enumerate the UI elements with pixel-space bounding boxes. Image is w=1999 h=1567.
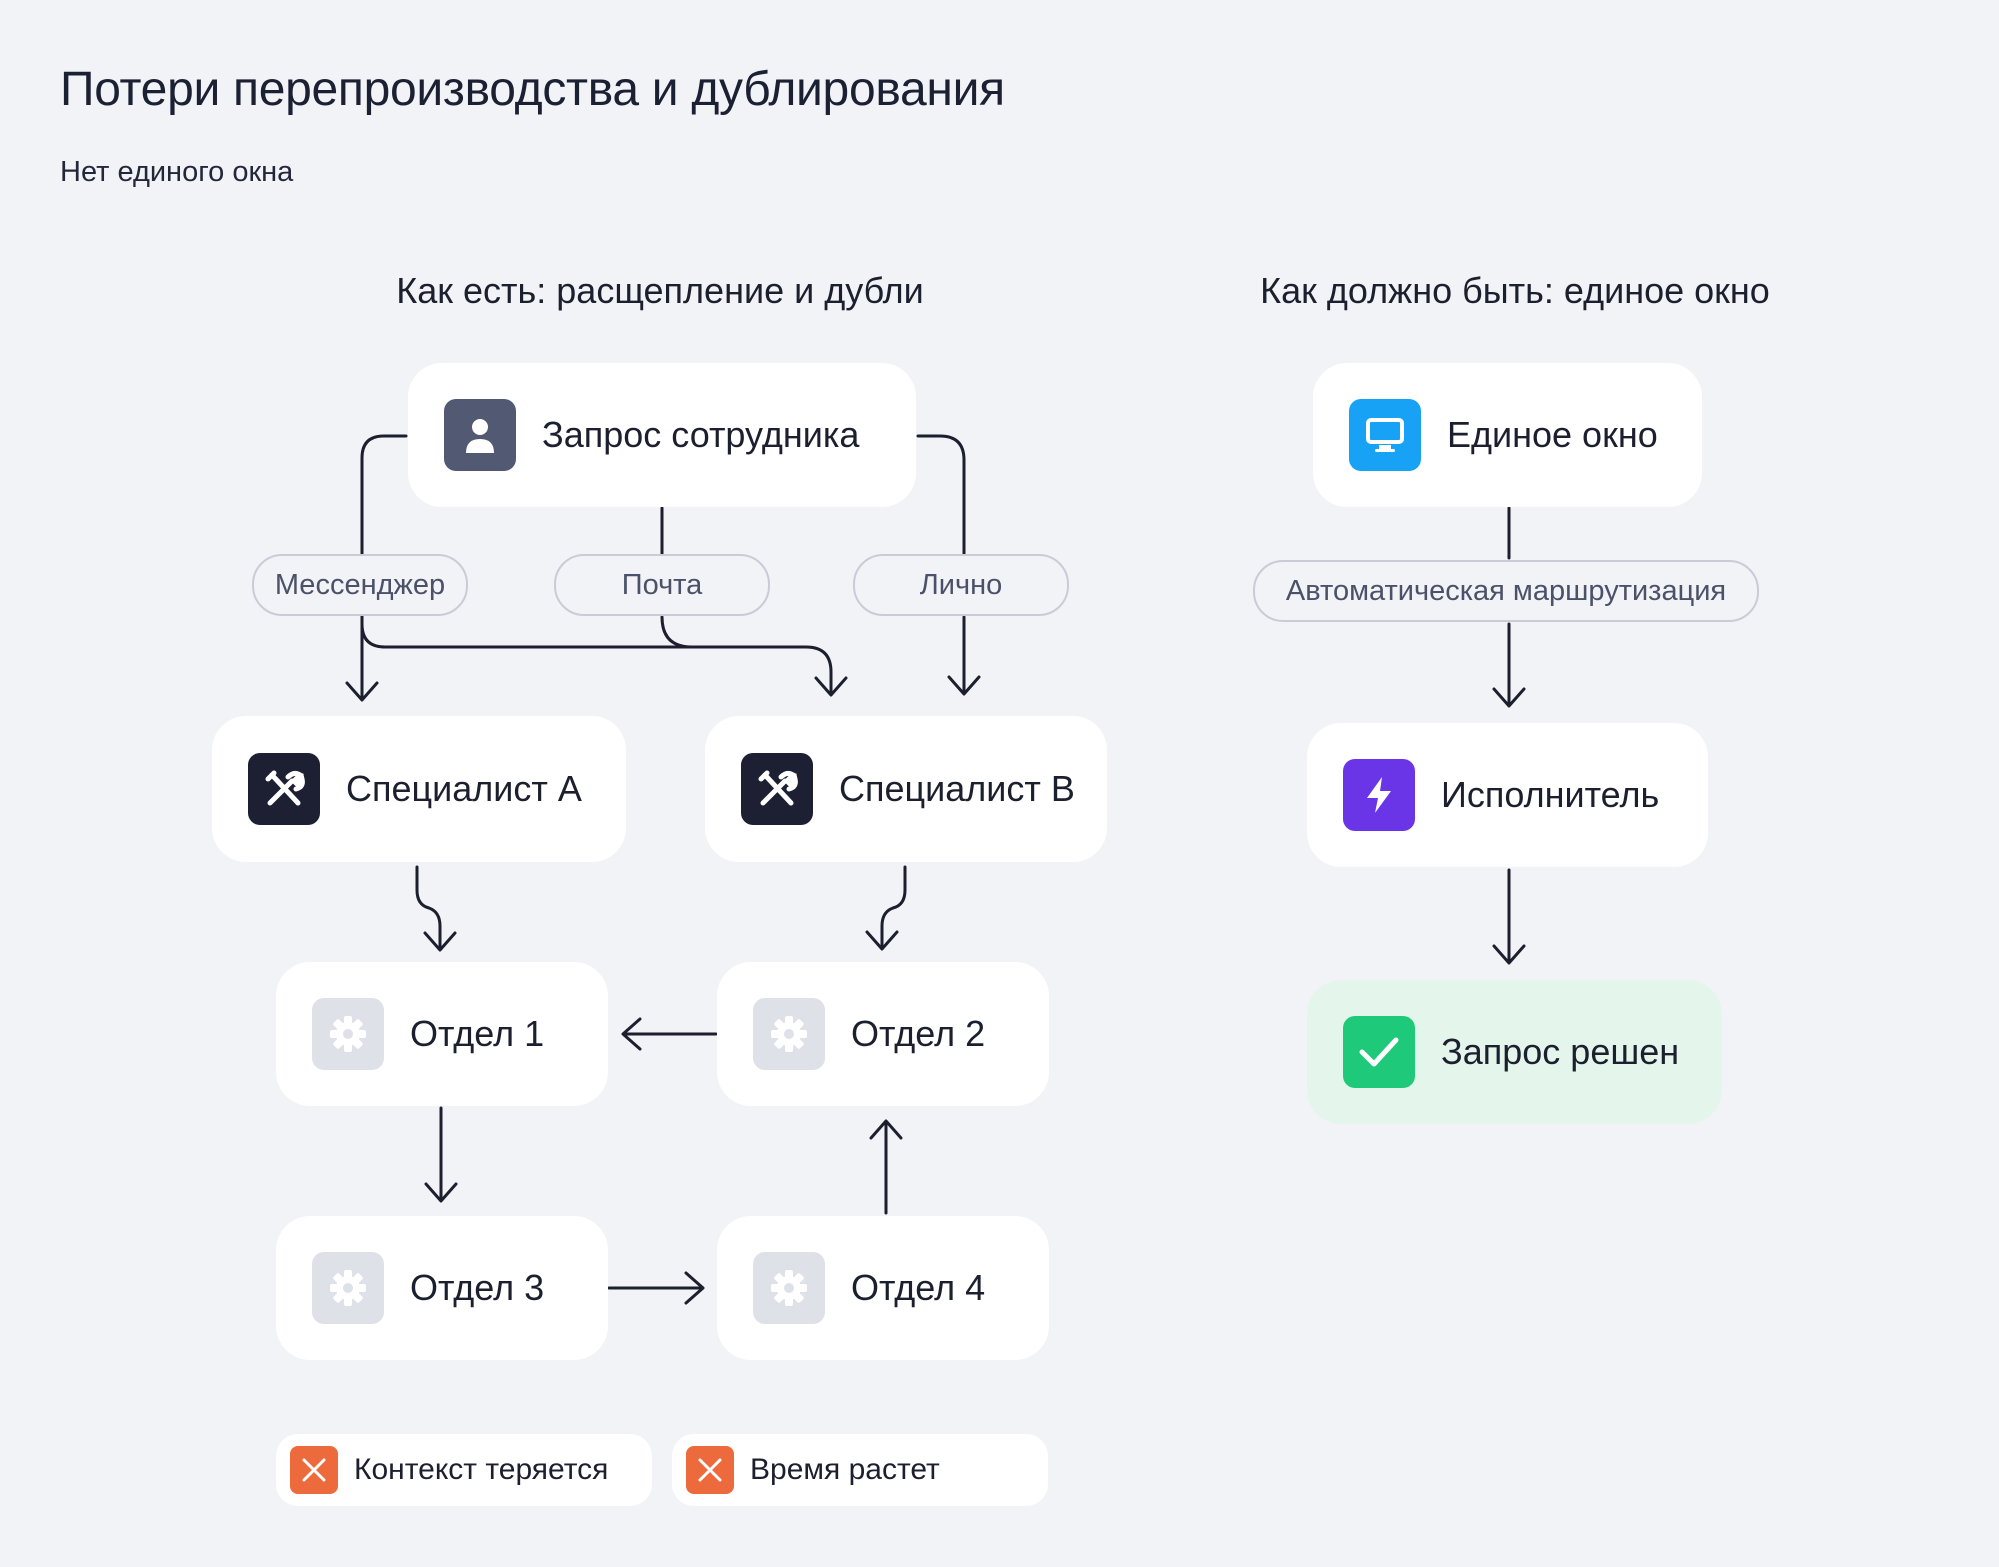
department-1-label: Отдел 1 — [410, 1013, 545, 1054]
problem-tag-context: Контекст теряется — [276, 1434, 652, 1506]
arrowhead-specialist-b-2 — [947, 675, 981, 696]
specialist-card-a: Специалист А — [212, 716, 626, 862]
page-title: Потери перепроизводства и дублирования — [60, 63, 1005, 116]
specialist-card-b: Специалист В — [705, 716, 1107, 862]
monitor-icon — [1349, 399, 1421, 471]
specialist-b-label: Специалист В — [839, 768, 1075, 809]
department-card-3: Отдел 3 — [276, 1216, 608, 1360]
to-be-title: Как должно быть: единое окно — [1260, 270, 1770, 311]
department-card-1: Отдел 1 — [276, 962, 608, 1106]
connector-spec-a-dept1 — [415, 865, 442, 950]
routing-pill: Автоматическая маршрутизация — [1253, 560, 1759, 622]
connector-mail-join — [660, 615, 694, 649]
arrowhead-executor — [1492, 687, 1526, 708]
problem-time-label: Время растет — [750, 1453, 940, 1486]
tools-icon — [248, 753, 320, 825]
single-window-card: Единое окно — [1313, 363, 1702, 507]
as-is-title: Как есть: расщепление и дубли — [396, 270, 924, 311]
arrowhead-specialist-b-1 — [814, 676, 848, 697]
problem-context-label: Контекст теряется — [354, 1453, 609, 1486]
department-3-label: Отдел 3 — [410, 1267, 545, 1308]
connector-personal-top — [916, 434, 966, 557]
connector-messenger — [360, 434, 408, 699]
specialist-a-label: Специалист А — [346, 768, 582, 809]
connector-spec-b-dept2 — [880, 865, 907, 949]
single-window-label: Единое окно — [1447, 414, 1658, 455]
channel-pill-mail: Почта — [554, 554, 770, 616]
arrowhead-dept3 — [424, 1182, 458, 1203]
department-4-label: Отдел 4 — [851, 1267, 986, 1308]
department-card-4: Отдел 4 — [717, 1216, 1049, 1360]
channel-pill-personal: Лично — [853, 554, 1069, 616]
x-icon — [290, 1446, 338, 1494]
gear-icon — [312, 998, 384, 1070]
arrowhead-resolved — [1492, 944, 1526, 965]
lightning-icon — [1343, 759, 1415, 831]
person-icon — [444, 399, 516, 471]
connector-messenger-to-b — [360, 622, 833, 694]
resolved-card: Запрос решен — [1307, 980, 1722, 1124]
gear-icon — [753, 998, 825, 1070]
gear-icon — [753, 1252, 825, 1324]
arrowhead-dept2-up — [869, 1119, 903, 1140]
executor-label: Исполнитель — [1441, 774, 1660, 815]
problem-tag-time: Время растет — [672, 1434, 1048, 1506]
resolved-label: Запрос решен — [1441, 1031, 1680, 1072]
channel-pill-messenger: Мессенджер — [252, 554, 468, 616]
request-card: Запрос сотрудника — [408, 363, 916, 507]
department-2-label: Отдел 2 — [851, 1013, 986, 1054]
x-icon — [686, 1446, 734, 1494]
tools-icon — [741, 753, 813, 825]
executor-card: Исполнитель — [1307, 723, 1708, 867]
gear-icon — [312, 1252, 384, 1324]
check-icon — [1343, 1016, 1415, 1088]
arrowhead-dept1-left — [621, 1017, 642, 1051]
request-label: Запрос сотрудника — [542, 414, 860, 455]
arrowhead-dept4 — [684, 1271, 705, 1305]
arrowhead-dept2 — [865, 930, 899, 951]
page-subtitle: Нет единого окна — [60, 156, 294, 188]
arrowhead-specialist-a — [345, 681, 379, 702]
arrowhead-dept1 — [423, 931, 457, 952]
department-card-2: Отдел 2 — [717, 962, 1049, 1106]
